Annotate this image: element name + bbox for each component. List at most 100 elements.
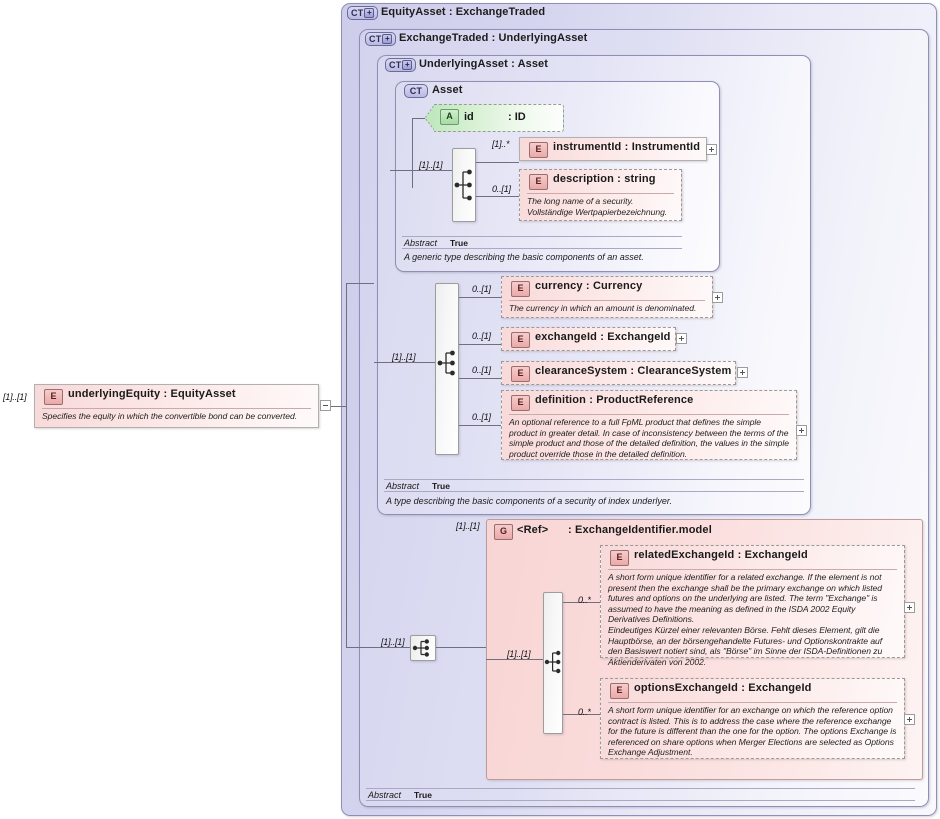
element-doc-description: The long name of a security. Vollständig… — [527, 193, 674, 217]
element-label-definition: definition : ProductReference — [535, 394, 694, 406]
container-title-exchangetraded: ExchangeTraded : UnderlyingAsset — [399, 32, 588, 44]
expand-plus-relatedexchangeid[interactable] — [904, 602, 915, 613]
ct-badge-asset[interactable]: CT — [404, 84, 428, 98]
abstract-value: True — [432, 481, 450, 491]
ct-badge-equityasset[interactable]: CT+ — [347, 6, 379, 20]
abstract-doc-underlyingasset: A type describing the basic components o… — [386, 496, 672, 506]
container-title-underlyingasset: UnderlyingAsset : Asset — [419, 58, 549, 70]
element-doc-optionsexchangeid: A short form unique identifier for an ex… — [608, 702, 897, 758]
element-icon: E — [511, 281, 530, 297]
element-currency[interactable]: E currency : Currency The currency in wh… — [501, 276, 713, 318]
collapse-minus-underlyingequity[interactable] — [320, 400, 331, 411]
element-icon: E — [529, 174, 548, 190]
cardinality-currency: 0..[1] — [472, 284, 491, 294]
cardinality-underlyingasset-sequence: [1]..[1] — [392, 352, 416, 362]
connector-line — [476, 162, 519, 163]
connector-line — [331, 406, 346, 407]
sequence-compositor-underlyingasset[interactable] — [435, 283, 459, 455]
cardinality-underlyingequity: [1]..[1] — [3, 392, 27, 402]
expand-plus-optionsexchangeid[interactable] — [904, 714, 915, 725]
connector-line — [390, 170, 452, 171]
sequence-icon — [437, 350, 455, 376]
element-doc-underlyingequity: Specifies the equity in which the conver… — [42, 408, 311, 422]
element-doc-relatedexchangeid: A short form unique identifier for a rel… — [608, 569, 897, 667]
abstract-value: True — [414, 790, 432, 800]
connector-line — [563, 602, 600, 603]
abstract-doc-asset: A generic type describing the basic comp… — [404, 252, 644, 262]
connector-line — [459, 425, 501, 426]
cardinality-asset-sequence: [1]..[1] — [419, 160, 443, 170]
cardinality-group-sequence: [1]..[1] — [507, 649, 531, 659]
element-label-instrumentid: instrumentId : InstrumentId — [553, 141, 701, 153]
sequence-icon — [544, 650, 561, 674]
expand-plus-currency[interactable] — [712, 292, 723, 303]
expand-plus-definition[interactable] — [796, 425, 807, 436]
cardinality-clearancesystem: 0..[1] — [472, 365, 491, 375]
element-icon: E — [610, 550, 629, 566]
connector-line — [412, 118, 425, 119]
element-label-description: description : string — [553, 173, 656, 185]
connector-line — [346, 647, 410, 648]
cardinality-relatedexchangeid: 0..* — [578, 595, 591, 605]
element-optionsexchangeid[interactable]: E optionsExchangeId : ExchangeId A short… — [600, 678, 905, 759]
connector-line — [563, 714, 600, 715]
connector-line — [476, 196, 519, 197]
element-label-underlyingequity: underlyingEquity : EquityAsset — [68, 388, 236, 400]
group-icon: G — [494, 524, 513, 540]
attribute-type-id: : ID — [508, 111, 526, 123]
element-underlyingequity[interactable]: E underlyingEquity : EquityAsset Specifi… — [34, 384, 319, 428]
expand-plus-icon[interactable]: + — [382, 34, 393, 44]
ct-badge-underlyingasset[interactable]: CT+ — [385, 58, 417, 72]
abstract-value: True — [450, 238, 468, 248]
ct-badge-exchangetraded[interactable]: CT+ — [365, 32, 397, 46]
element-label-optionsexchangeid: optionsExchangeId : ExchangeId — [634, 682, 812, 694]
abstract-row-underlyingasset: Abstract True — [384, 479, 804, 492]
element-icon: E — [44, 389, 63, 405]
cardinality-description: 0..[1] — [492, 184, 511, 194]
element-label-clearancesystem: clearanceSystem : ClearanceSystem — [535, 365, 732, 377]
attribute-name-id: id — [464, 111, 474, 123]
abstract-label: Abstract — [368, 790, 402, 800]
expand-plus-clearancesystem[interactable] — [737, 367, 748, 378]
element-instrumentid[interactable]: E instrumentId : InstrumentId — [519, 137, 707, 161]
abstract-row-asset: Abstract True — [402, 236, 682, 249]
element-exchangeid[interactable]: E exchangeId : ExchangeId — [501, 327, 676, 351]
group-ref-label: <Ref> — [517, 524, 549, 536]
connector-line — [346, 283, 374, 284]
sequence-icon — [412, 639, 429, 657]
expand-plus-instrumentid[interactable] — [706, 144, 717, 155]
abstract-row-outer: Abstract True — [366, 788, 915, 801]
element-relatedexchangeid[interactable]: E relatedExchangeId : ExchangeId A short… — [600, 545, 905, 667]
connector-line — [459, 344, 501, 345]
element-icon: E — [529, 142, 548, 158]
cardinality-exchangeid: 0..[1] — [472, 331, 491, 341]
abstract-label: Abstract — [404, 238, 438, 248]
connector-line — [374, 362, 435, 363]
container-title-equityasset: EquityAsset : ExchangeTraded — [381, 6, 546, 18]
attribute-icon: A — [440, 109, 459, 125]
connector-line — [346, 283, 347, 647]
element-clearancesystem[interactable]: E clearanceSystem : ClearanceSystem — [501, 361, 736, 385]
element-definition[interactable]: E definition : ProductReference An optio… — [501, 390, 797, 460]
element-label-currency: currency : Currency — [535, 280, 643, 292]
connector-line — [412, 118, 413, 188]
element-doc-definition: An optional reference to a full FpML pro… — [509, 414, 789, 459]
connector-line — [459, 297, 501, 298]
expand-plus-icon[interactable]: + — [364, 8, 375, 18]
expand-plus-icon[interactable]: + — [402, 60, 413, 70]
group-name-label: : ExchangeIdentifier.model — [568, 524, 712, 536]
element-icon: E — [511, 332, 530, 348]
attribute-id[interactable]: A id : ID — [434, 104, 564, 132]
element-icon: E — [610, 683, 629, 699]
element-label-relatedexchangeid: relatedExchangeId : ExchangeId — [634, 549, 808, 561]
element-icon: E — [511, 366, 530, 382]
cardinality-group: [1]..[1] — [456, 521, 480, 531]
element-description[interactable]: E description : string The long name of … — [519, 169, 682, 221]
element-label-exchangeid: exchangeId : ExchangeId — [535, 331, 671, 343]
connector-line — [436, 647, 486, 648]
cardinality-definition: 0..[1] — [472, 412, 491, 422]
expand-plus-exchangeid[interactable] — [676, 333, 687, 344]
sequence-icon — [454, 169, 472, 201]
connector-line — [459, 378, 501, 379]
